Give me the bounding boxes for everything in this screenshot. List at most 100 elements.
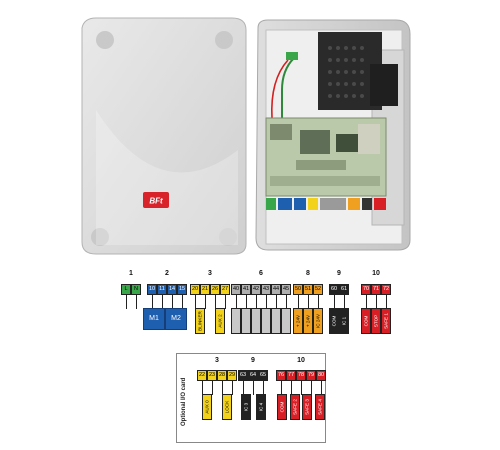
terminal-wire	[366, 295, 367, 309]
terminal-L: L	[121, 284, 131, 295]
terminal-43: 43	[261, 284, 271, 295]
group-number: 1	[129, 270, 133, 277]
terminal-wire	[298, 295, 299, 309]
terminal-wire	[152, 295, 153, 309]
terminal-wire	[334, 295, 335, 309]
terminal-wire	[281, 381, 282, 395]
terminal-blocks	[266, 198, 386, 210]
terminal-45: 45	[281, 284, 291, 295]
terminal-wire	[286, 295, 287, 309]
optional-terminal-79: 79	[306, 370, 316, 381]
terminal-wire	[291, 381, 292, 395]
terminal-wire	[232, 381, 233, 395]
circuit-board	[265, 117, 387, 197]
optional-terminal-80: 80	[316, 370, 326, 381]
terminal-wire	[266, 295, 267, 309]
terminal-label: COM	[361, 308, 371, 334]
terminal-14: 14	[167, 284, 177, 295]
terminal-44: 44	[271, 284, 281, 295]
optional-terminal-label: COM	[277, 394, 288, 420]
terminal-61: 61	[339, 284, 349, 295]
optional-terminal-76: 76	[276, 370, 286, 381]
terminal-wire	[162, 295, 163, 309]
terminal-label: IC 1	[339, 308, 349, 334]
group-number: 10	[372, 270, 380, 277]
terminal-wire	[263, 381, 264, 395]
terminal-70: 70	[361, 284, 371, 295]
terminal-52: 52	[313, 284, 323, 295]
terminal-wire	[276, 295, 277, 309]
terminal-wire	[344, 295, 345, 309]
terminal-wire	[301, 381, 302, 395]
terminal-wire	[182, 295, 183, 309]
terminal-wire	[321, 381, 322, 395]
terminal-wire	[222, 381, 223, 395]
bft-logo: BFt	[143, 192, 169, 208]
optional-io-card	[176, 353, 326, 443]
optional-terminal-29: 29	[227, 370, 237, 381]
terminal-41: 41	[241, 284, 251, 295]
terminal-72: 72	[381, 284, 391, 295]
group-number: 3	[208, 270, 212, 277]
terminal-label: SAFE 1	[381, 308, 391, 334]
control-box-photo: BFt	[81, 17, 411, 255]
optional-terminal-label: SAFE 3	[302, 394, 313, 420]
optional-terminal-63: 63	[238, 370, 248, 381]
optional-group-number: 9	[251, 357, 255, 364]
optional-terminal-label: SAFE 4	[314, 394, 325, 420]
terminal-label: COM	[329, 308, 339, 334]
terminal-label	[271, 308, 281, 334]
terminal-wire	[172, 295, 173, 309]
terminal-wire	[126, 295, 127, 309]
optional-terminal-label: IC 4	[255, 394, 266, 420]
enclosure-lid	[81, 17, 247, 255]
optional-terminal-28: 28	[217, 370, 227, 381]
terminal-10: 10	[147, 284, 157, 295]
optional-terminal-78: 78	[296, 370, 306, 381]
terminal-wire	[236, 295, 237, 309]
terminal-wire	[376, 295, 377, 309]
motor-m1: M1	[143, 308, 165, 330]
terminal-label: + 24V	[303, 308, 313, 334]
terminal-71: 71	[371, 284, 381, 295]
svg-text:BFt: BFt	[149, 197, 163, 206]
group-number: 8	[306, 270, 310, 277]
terminal-wire	[386, 295, 387, 309]
terminal-20: 20	[190, 284, 200, 295]
terminal-wire	[225, 295, 226, 309]
group-number: 9	[337, 270, 341, 277]
optional-terminal-label: LOCK	[222, 394, 232, 420]
optional-terminal-65: 65	[258, 370, 268, 381]
terminal-60: 60	[329, 284, 339, 295]
terminal-wire	[212, 381, 213, 395]
optional-group-number: 3	[215, 357, 219, 364]
terminal-wire	[202, 381, 203, 395]
group-number: 2	[165, 270, 169, 277]
terminal-wire	[256, 295, 257, 309]
terminal-51: 51	[303, 284, 313, 295]
optional-group-number: 10	[297, 357, 305, 364]
terminal-N: N	[131, 284, 141, 295]
terminal-40: 40	[231, 284, 241, 295]
terminal-wire	[195, 295, 196, 309]
optional-terminal-label: AUX 0	[202, 394, 212, 420]
terminal-label: IC 24V	[313, 308, 323, 334]
terminal-label	[261, 308, 271, 334]
terminal-wire	[136, 295, 137, 309]
terminal-27: 27	[220, 284, 230, 295]
terminal-21: 21	[200, 284, 210, 295]
terminal-label: BLINKER	[195, 308, 205, 334]
terminal-label	[241, 308, 251, 334]
terminal-label: AUX 2	[215, 308, 225, 334]
terminal-15: 15	[177, 284, 187, 295]
terminal-wire	[205, 295, 206, 309]
terminal-wire	[318, 295, 319, 309]
terminal-26: 26	[210, 284, 220, 295]
terminal-label	[251, 308, 261, 334]
terminal-wire	[243, 381, 244, 395]
terminal-11: 11	[157, 284, 167, 295]
motor-m2: M2	[165, 308, 187, 330]
group-number: 6	[259, 270, 263, 277]
terminal-label	[231, 308, 241, 334]
optional-io-card-title: Optional I/O card	[181, 377, 187, 426]
